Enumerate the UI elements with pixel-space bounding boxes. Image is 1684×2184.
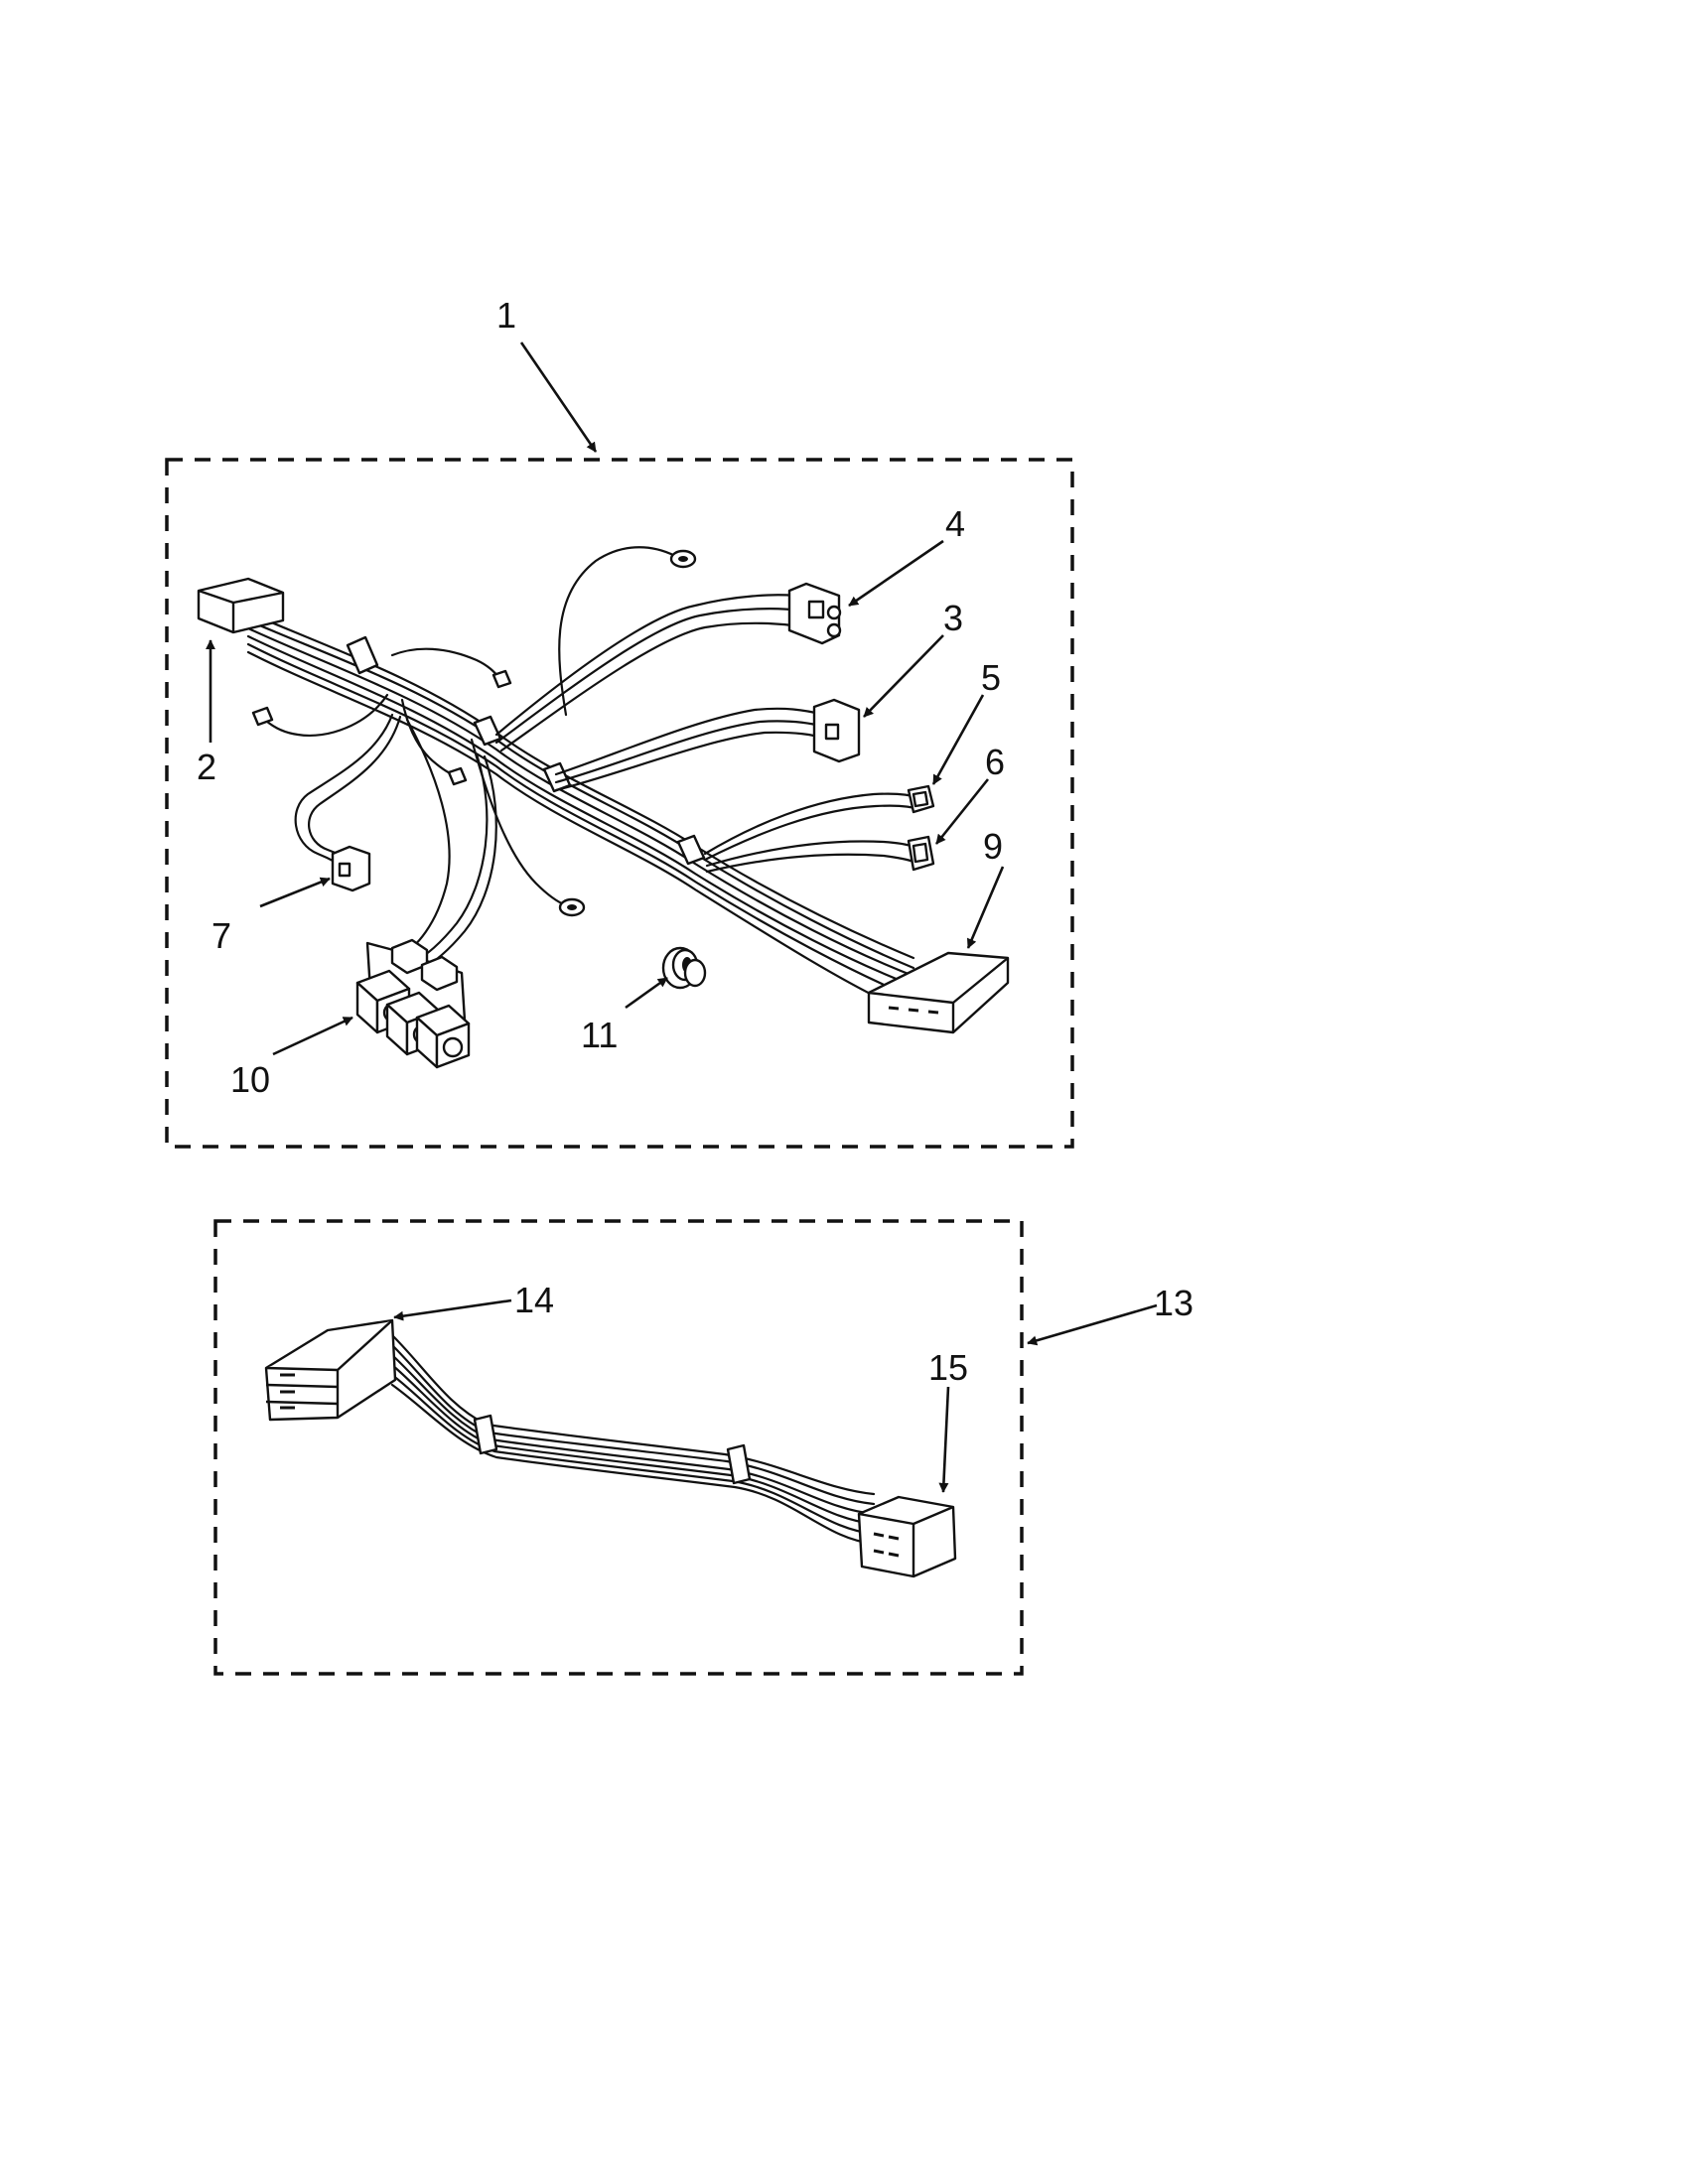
- branch-to-part-6: [705, 840, 915, 874]
- spade-lead-upper: [390, 647, 512, 689]
- callout-3: 3: [943, 598, 963, 638]
- ground-lead-top: [558, 546, 697, 717]
- branch-to-part-3: [554, 707, 826, 792]
- extension-harness-wires: [390, 1333, 876, 1546]
- callout-9: 9: [983, 826, 1003, 867]
- main-wire-harness: [197, 546, 1010, 1069]
- connector-part-6: [907, 835, 935, 872]
- connector-part-5: [907, 784, 935, 814]
- leader-lines: [206, 341, 1158, 1493]
- callout-15: 15: [928, 1347, 968, 1388]
- callout-11: 11: [581, 1015, 618, 1055]
- callout-13: 13: [1154, 1283, 1193, 1323]
- callout-6: 6: [985, 742, 1005, 782]
- callout-2: 2: [197, 747, 216, 787]
- callout-1: 1: [496, 295, 516, 336]
- branch-to-part-4: [494, 594, 806, 752]
- extension-ties: [473, 1414, 752, 1485]
- callout-14: 14: [514, 1280, 554, 1320]
- callout-labels: 1 2 4 3 5 6 9 7 10 11 14 13 15: [197, 295, 1193, 1388]
- connector-part-15: [857, 1495, 957, 1578]
- kit-13-dashed-boundary: [213, 1219, 1024, 1676]
- kit-1-dashed-boundary: [165, 458, 1074, 1149]
- branch-to-part-7: [294, 713, 402, 868]
- callout-7: 7: [211, 915, 231, 956]
- connector-part-14: [264, 1318, 397, 1422]
- harness-trunk: [246, 611, 920, 1010]
- callout-4: 4: [945, 503, 965, 544]
- extension-harness: [264, 1318, 957, 1578]
- connector-part-4: [787, 582, 842, 645]
- grommet-part-11: [661, 946, 707, 990]
- callout-10: 10: [230, 1059, 270, 1100]
- connector-part-2: [197, 577, 285, 634]
- spade-lead-left: [251, 693, 389, 737]
- connector-part-3: [812, 698, 861, 763]
- branch-to-part-5: [703, 792, 917, 862]
- callout-5: 5: [981, 657, 1001, 698]
- connector-part-7: [331, 845, 371, 892]
- connector-part-9: [867, 951, 1010, 1034]
- terminal-board-part-10: [355, 938, 471, 1069]
